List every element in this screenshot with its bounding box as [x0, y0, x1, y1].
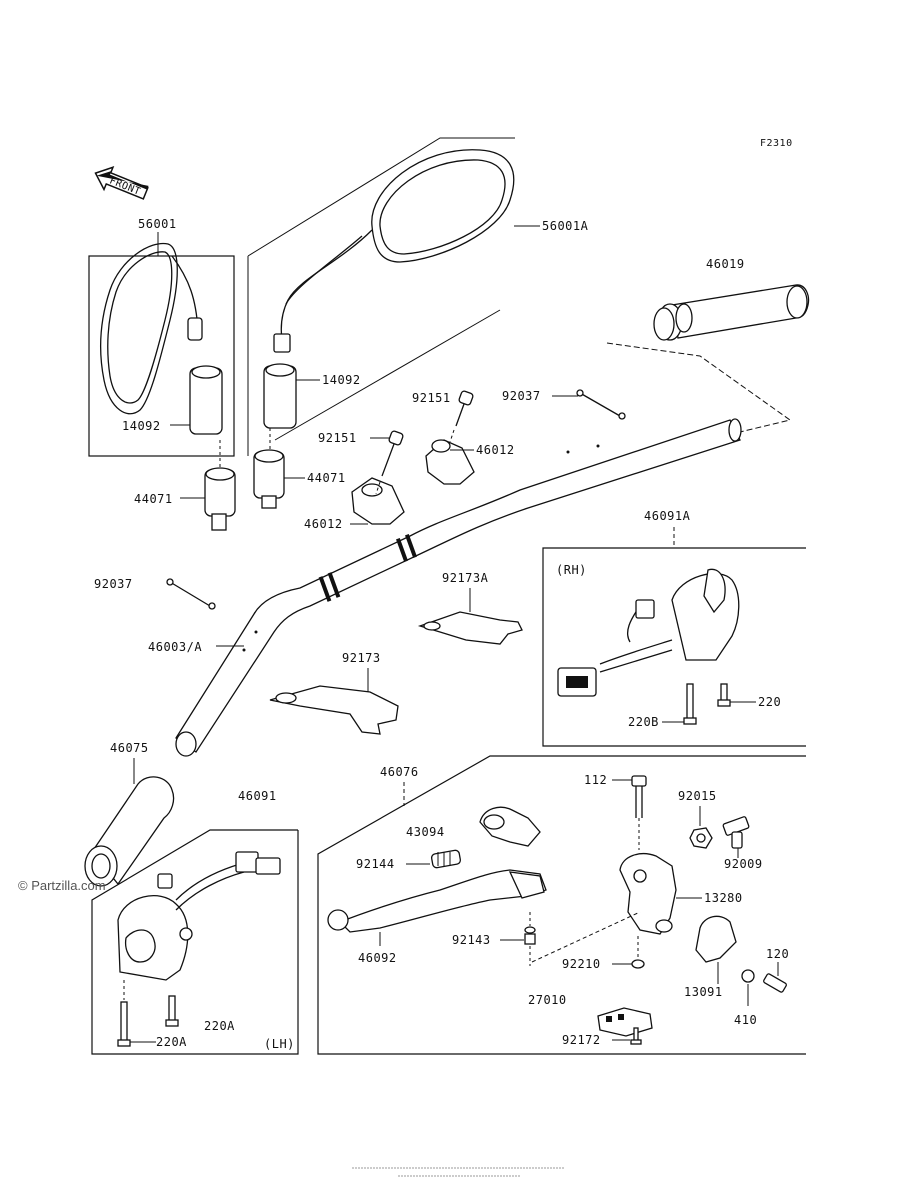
- screw-220-rh: [717, 683, 731, 707]
- label-44071-b: 44071: [307, 471, 346, 485]
- switch-lh-46091: [117, 851, 281, 981]
- label-46003A: 46003/A: [148, 640, 202, 654]
- watermark-text: © Partzilla.com: [18, 878, 106, 893]
- label-14092-b: 14092: [322, 373, 361, 387]
- label-46012-a: 46012: [304, 517, 343, 531]
- mirror-rh-cover-14092: [263, 363, 297, 429]
- mirror-lh: [99, 242, 203, 415]
- bolt-120: [763, 973, 787, 993]
- label-44071-a: 44071: [134, 492, 173, 506]
- label-46091: 46091: [238, 789, 277, 803]
- label-46092: 46092: [358, 951, 397, 965]
- label-13091: 13091: [684, 985, 723, 999]
- label-92151-b: 92151: [412, 391, 451, 405]
- mirror-lh-cover-14092: [189, 365, 223, 435]
- grip-rh-46019: [653, 284, 810, 341]
- label-92143: 92143: [452, 933, 491, 947]
- washer-410: [741, 969, 755, 983]
- mirror-lh-box: [88, 255, 235, 457]
- bracket-92173A: [417, 611, 523, 645]
- label-92173A: 92173A: [442, 571, 489, 585]
- bracket-92173: [269, 685, 399, 735]
- label-120: 120: [766, 947, 789, 961]
- label-46076: 46076: [380, 765, 419, 779]
- clamp-13091: [695, 915, 737, 963]
- holder-upper-46012-left: [351, 477, 405, 525]
- label-46091A: 46091A: [644, 509, 691, 523]
- adjuster-92009: [722, 816, 750, 849]
- handlebar-46003: [175, 418, 742, 757]
- band-92037-a: [576, 389, 626, 420]
- cover-43094: [479, 806, 541, 847]
- nut-92015: [689, 827, 713, 849]
- label-56001: 56001: [138, 217, 177, 231]
- label-92151-a: 92151: [318, 431, 357, 445]
- screw-220A-long: [117, 980, 131, 1047]
- label-rh: (RH): [556, 563, 587, 577]
- label-92037-b: 92037: [94, 577, 133, 591]
- label-92015: 92015: [678, 789, 717, 803]
- label-92210: 92210: [562, 957, 601, 971]
- holder-upper-46012-right: [425, 439, 475, 485]
- band-92037-b: [166, 578, 216, 610]
- lever-46092: [327, 869, 547, 933]
- label-27010: 27010: [528, 993, 567, 1007]
- label-220B: 220B: [628, 715, 659, 729]
- label-92009: 92009: [724, 857, 763, 871]
- label-92144: 92144: [356, 857, 395, 871]
- figure-code: F2310: [760, 138, 793, 149]
- label-220A-a: 220A: [156, 1035, 187, 1049]
- label-92173: 92173: [342, 651, 381, 665]
- switch-rh-46091A: [557, 568, 740, 697]
- mirror-rh: [273, 149, 515, 353]
- label-lh: (LH): [264, 1037, 295, 1051]
- label-46075: 46075: [110, 741, 149, 755]
- label-56001A: 56001A: [542, 219, 589, 233]
- grip-lh-46075: [84, 776, 175, 887]
- label-46012-b: 46012: [476, 443, 515, 457]
- screw-220A-short: [165, 995, 179, 1027]
- footer-fine-print: [352, 1167, 564, 1177]
- clutch-switch-27010: [597, 1007, 653, 1037]
- screw-220B: [683, 683, 697, 725]
- spring-92144: [430, 849, 462, 869]
- clutch-holder-13280: [619, 853, 677, 935]
- mirror-rh-adapter-44071: [253, 428, 285, 509]
- label-220-rh: 220: [758, 695, 781, 709]
- bolt-92151-b: [449, 390, 474, 443]
- label-220A-b: 220A: [204, 1019, 235, 1033]
- screw-92172: [630, 1027, 642, 1045]
- front-arrow-icon: FRONT: [94, 166, 149, 200]
- label-112: 112: [584, 773, 607, 787]
- mirror-lh-adapter-44071: [204, 440, 236, 531]
- label-92172: 92172: [562, 1033, 601, 1047]
- label-43094: 43094: [406, 825, 445, 839]
- label-14092-a: 14092: [122, 419, 161, 433]
- washer-92210: [631, 936, 645, 969]
- label-46019: 46019: [706, 257, 745, 271]
- label-410: 410: [734, 1013, 757, 1027]
- label-13280: 13280: [704, 891, 743, 905]
- bolt-92151-a: [375, 430, 404, 495]
- bolt-112: [631, 775, 647, 850]
- collar-92143: [524, 912, 536, 966]
- label-92037-a: 92037: [502, 389, 541, 403]
